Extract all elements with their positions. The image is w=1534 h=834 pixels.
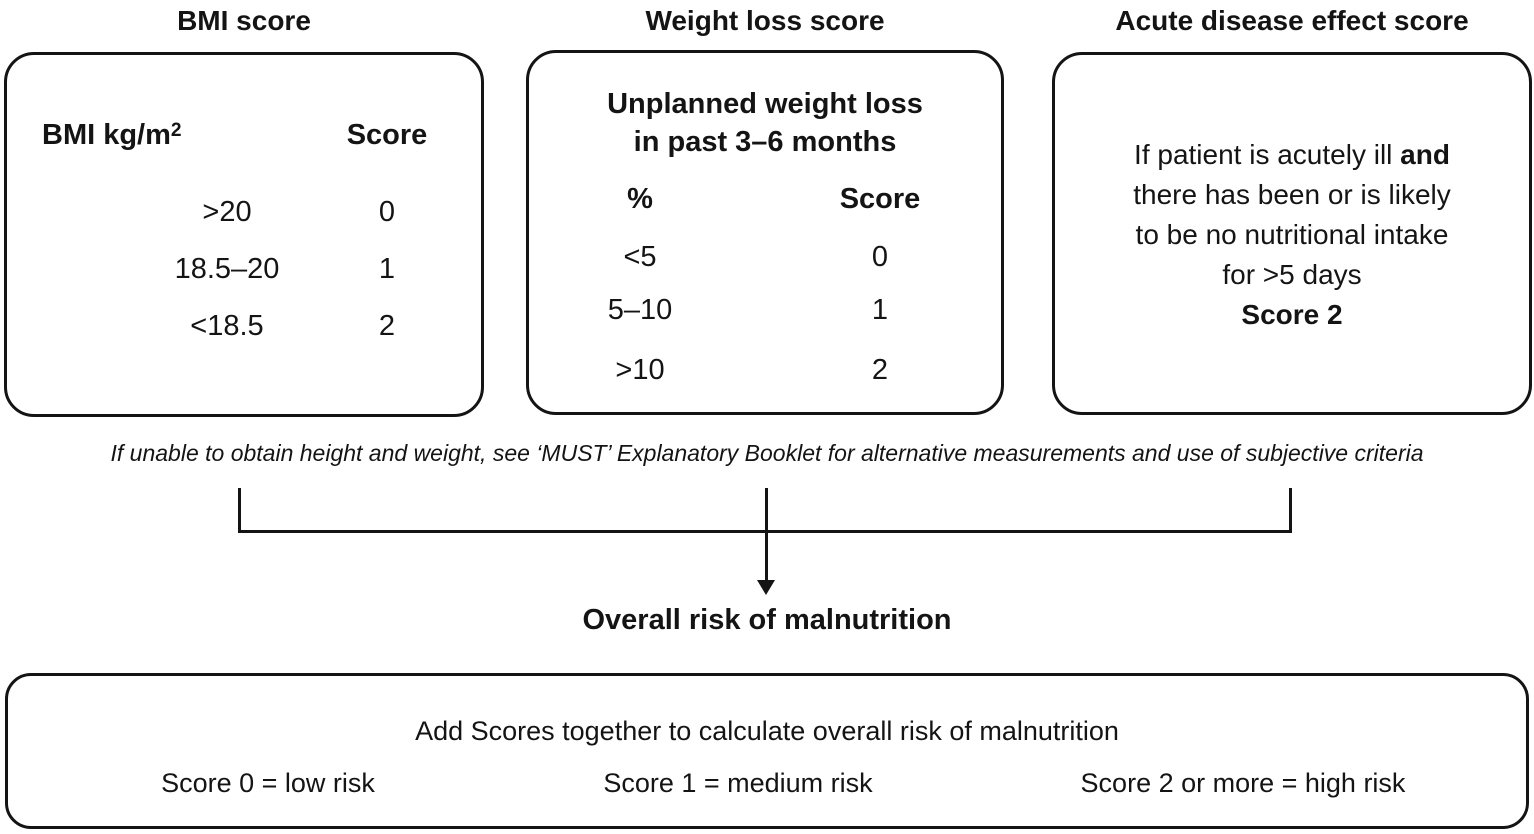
percent-column-header: %: [627, 183, 653, 215]
connector-center-vertical: [765, 488, 768, 582]
risk-level-low: Score 0 = low risk: [161, 768, 375, 798]
risk-level-high: Score 2 or more = high risk: [1080, 768, 1406, 798]
bmi-range-cell: >20: [202, 196, 252, 228]
bmi-column-header: BMI kg/m2: [42, 119, 182, 152]
bmi-score-column-header: Score: [346, 119, 428, 151]
acute-line2: there has been or is likely: [1133, 179, 1451, 210]
weight-score-cell: 0: [871, 241, 889, 273]
weight-loss-heading-line2: in past 3–6 months: [633, 126, 897, 158]
weight-loss-score-box: Unplanned weight loss in past 3–6 months…: [526, 50, 1004, 415]
weight-loss-score-title: Weight loss score: [645, 5, 885, 36]
alternative-measurements-note: If unable to obtain height and weight, s…: [110, 440, 1424, 466]
weight-range-cell: >10: [615, 354, 665, 386]
weight-range-cell: <5: [623, 241, 657, 273]
down-arrow-icon: [757, 580, 775, 595]
bmi-column-header-text: BMI kg/m: [42, 119, 171, 151]
bmi-score-cell: 2: [378, 310, 396, 342]
bmi-score-cell: 1: [378, 253, 396, 285]
weight-score-column-header: Score: [839, 183, 921, 215]
weight-loss-heading-line1: Unplanned weight loss: [607, 88, 923, 120]
bmi-range-cell: <18.5: [190, 310, 264, 342]
add-scores-instruction: Add Scores together to calculate overall…: [415, 716, 1119, 746]
bmi-score-cell: 0: [378, 196, 396, 228]
weight-loss-heading: Unplanned weight loss in past 3–6 months: [529, 85, 1001, 161]
acute-line1-bold: and: [1400, 139, 1450, 170]
connector-right-vertical: [1289, 488, 1292, 533]
acute-line1-normal: If patient is acutely ill: [1134, 139, 1401, 170]
acute-score-value: Score 2: [1241, 299, 1343, 330]
acute-disease-score-box: If patient is acutely ill and there has …: [1052, 52, 1532, 415]
acute-disease-text: If patient is acutely ill and there has …: [1073, 135, 1511, 335]
overall-risk-title: Overall risk of malnutrition: [582, 604, 952, 636]
overall-risk-box: Add Scores together to calculate overall…: [5, 673, 1529, 829]
weight-score-cell: 2: [871, 354, 889, 386]
acute-disease-score-title: Acute disease effect score: [1115, 5, 1469, 36]
bmi-score-title: BMI score: [177, 5, 311, 36]
risk-level-medium: Score 1 = medium risk: [603, 768, 873, 798]
bmi-column-header-superscript: 2: [170, 120, 182, 141]
weight-score-cell: 1: [871, 294, 889, 326]
bmi-range-cell: 18.5–20: [174, 253, 280, 285]
weight-range-cell: 5–10: [607, 294, 673, 326]
connector-left-vertical: [238, 488, 241, 533]
bmi-score-box: BMI kg/m2 Score >20 0 18.5–20 1 <18.5 2: [4, 52, 484, 417]
acute-line3: to be no nutritional intake: [1135, 219, 1449, 250]
acute-line4: for >5 days: [1222, 259, 1362, 290]
